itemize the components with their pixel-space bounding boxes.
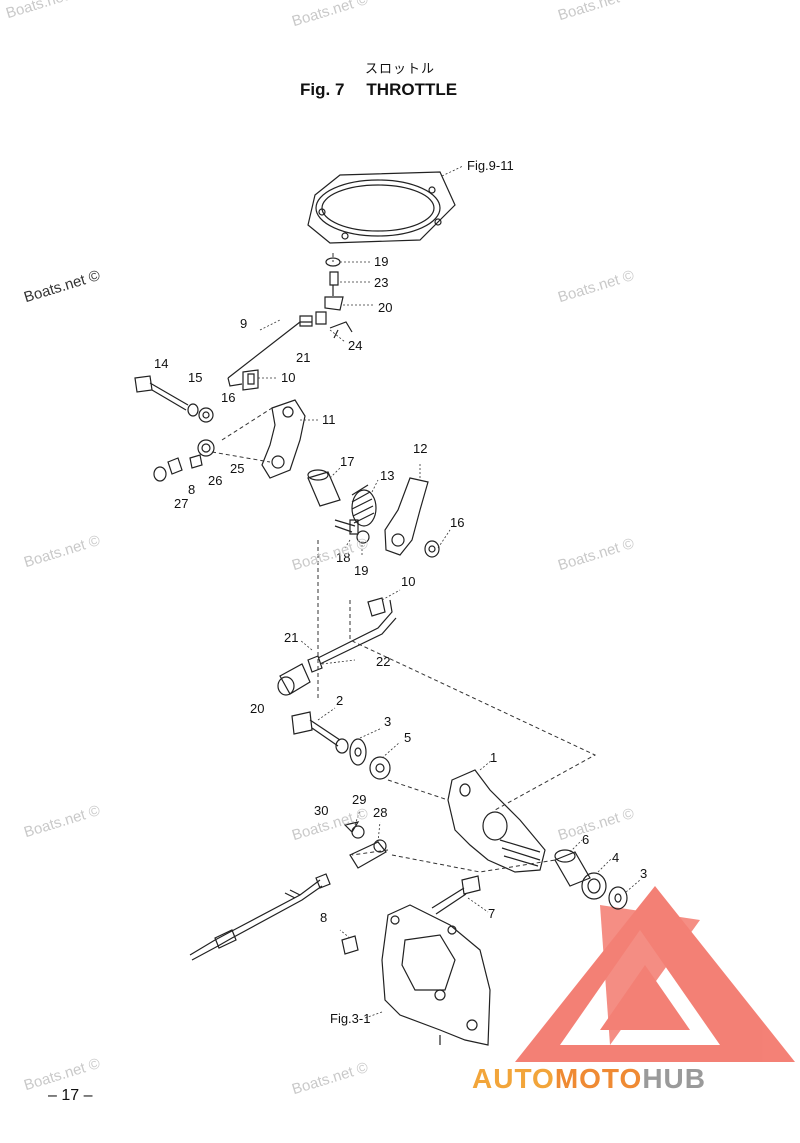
part-label: 5 [404, 730, 411, 745]
part-label: 8 [188, 482, 195, 497]
lower-rod-22 [317, 597, 397, 665]
part-label: 9 [240, 316, 247, 331]
washers-15-16 [187, 403, 214, 423]
control-bracket-1 [447, 769, 546, 873]
figure-title: Fig. 7 THROTTLE [300, 80, 457, 100]
part-label: 27 [174, 496, 188, 511]
page-number: – 17 – [48, 1087, 93, 1104]
bushing-17 [307, 469, 341, 507]
ref-fig-3-1: Fig.3-1 [330, 1011, 370, 1026]
part-label: 2 [336, 693, 343, 708]
bolt-14 [134, 375, 189, 411]
part-label: 3 [384, 714, 391, 729]
japanese-title: スロットル [364, 61, 435, 76]
part-label: 20 [250, 701, 264, 716]
fig-name: THROTTLE [366, 80, 458, 99]
part-label: 10 [401, 574, 415, 589]
ball-joint-20-21 [277, 655, 323, 696]
part-label: 19 [374, 254, 388, 269]
part-label: 22 [376, 654, 390, 669]
part-label: 25 [230, 461, 244, 476]
clip-10-upper [242, 369, 259, 391]
part-label: 24 [348, 338, 362, 353]
ref-fig-9-11: Fig.9-11 [467, 158, 514, 173]
brand-logo [515, 886, 795, 1062]
part-label: 29 [352, 792, 366, 807]
part-label: 21 [296, 350, 310, 365]
parts-28-29-30 [343, 821, 387, 869]
nuts-left [153, 439, 215, 482]
part-label: 23 [374, 275, 388, 290]
part-label: 4 [612, 850, 619, 865]
nut-8-lower [341, 935, 359, 955]
part-label: 26 [208, 473, 222, 488]
part-label: 1 [490, 750, 497, 765]
brand-wordmark: AUTOMOTOHUB [472, 1063, 706, 1095]
bolt-2 [291, 711, 341, 747]
part-label: 17 [340, 454, 354, 469]
part-label: 28 [373, 805, 387, 820]
leader-lines [258, 165, 641, 1019]
spring-13 [351, 484, 377, 527]
bolt-18 [334, 519, 359, 535]
lever-12 [384, 477, 429, 556]
assembly-lines [211, 253, 597, 873]
brand-part-moto: MOTO [554, 1063, 643, 1094]
bushings-6-4-3 [554, 849, 628, 910]
brand-part-hub: HUB [642, 1063, 706, 1094]
washers-3-5 [335, 738, 391, 780]
part-label: 10 [281, 370, 295, 385]
part-label: 13 [380, 468, 394, 483]
flywheel-cover-plate [307, 171, 456, 244]
fig-number: Fig. 7 [300, 80, 345, 99]
top-small-parts [324, 257, 353, 339]
part-label: 3 [640, 866, 647, 881]
part-label: 20 [378, 300, 392, 315]
part-label: 7 [488, 906, 495, 921]
upper-rod [227, 311, 327, 387]
throttle-cable [189, 873, 331, 961]
brand-part-auto: AUTO [472, 1063, 555, 1094]
part-label: 30 [314, 803, 328, 818]
part-labels: Fig.9-11 19 23 20 9 24 21 14 15 10 16 11… [154, 158, 647, 1026]
washers-16-19-right [356, 530, 440, 558]
part-label: 15 [188, 370, 202, 385]
throttle-lever-11 [261, 399, 306, 479]
part-label: 11 [322, 412, 336, 427]
part-label: 21 [284, 630, 298, 645]
engine-block [381, 904, 491, 1046]
part-label: 14 [154, 356, 168, 371]
part-label: 19 [354, 563, 368, 578]
part-label: 6 [582, 832, 589, 847]
part-label: 16 [450, 515, 464, 530]
part-label: 12 [413, 441, 427, 456]
bolt-7 [431, 875, 481, 915]
part-label: 18 [336, 550, 350, 565]
part-label: 16 [221, 390, 235, 405]
part-label: 8 [320, 910, 327, 925]
